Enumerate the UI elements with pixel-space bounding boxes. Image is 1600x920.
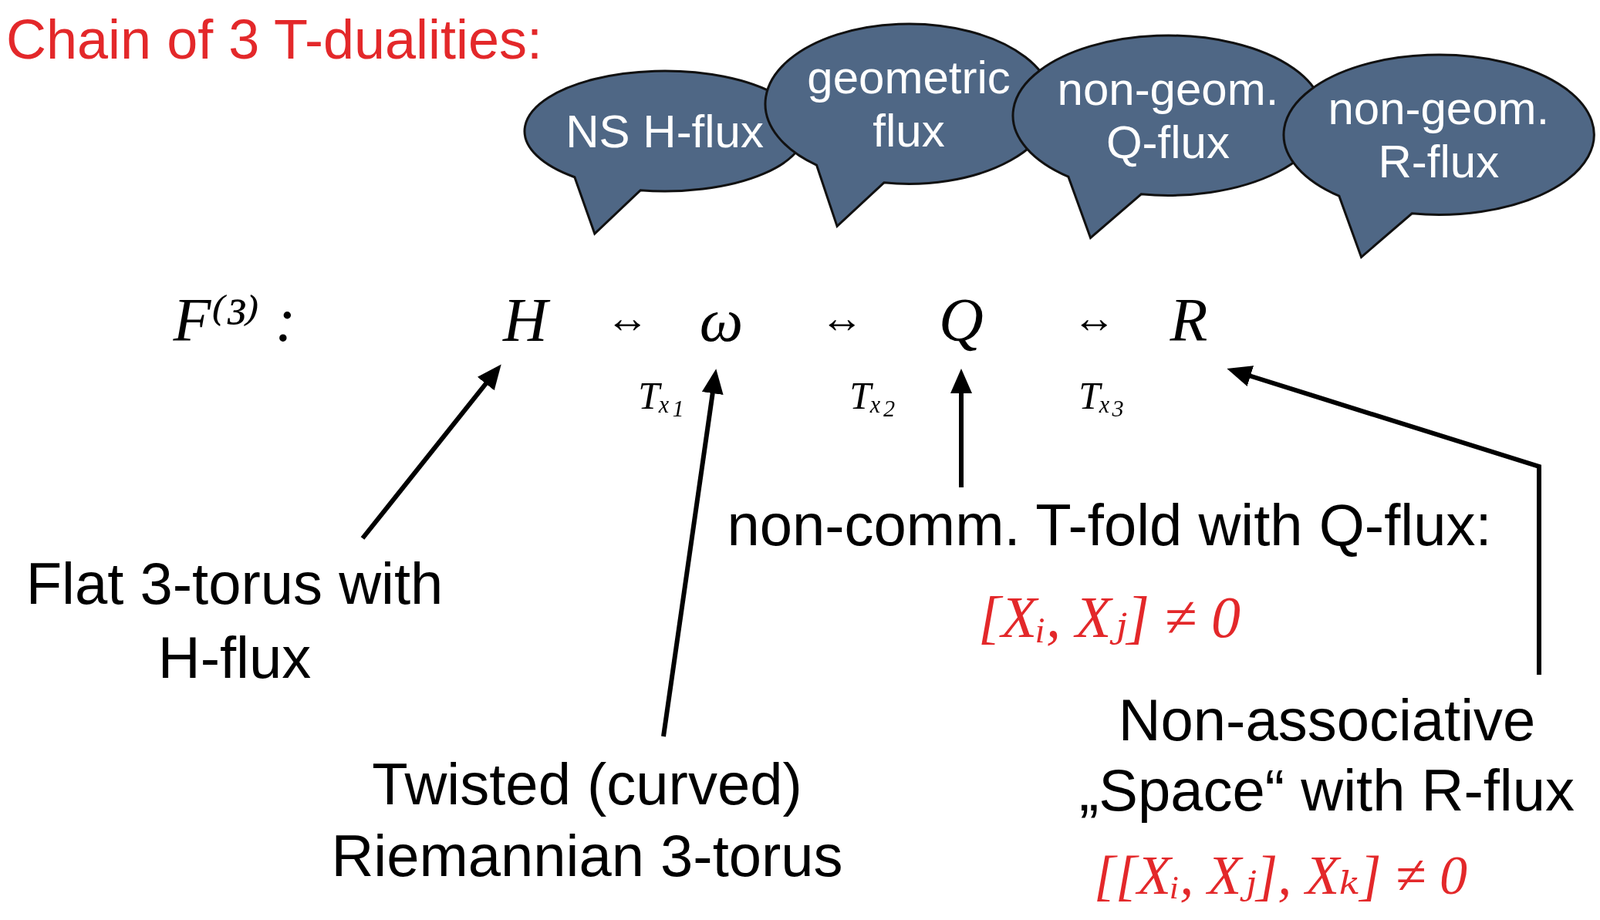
associator-formula: [[Xᵢ, Xⱼ], Xₖ] ≠ 0 [1093, 847, 1468, 904]
t-duality-label: Tₓ₂ [849, 376, 895, 416]
speech-bubble: non-geom. Q-flux [1012, 35, 1324, 196]
bubble-outline [1283, 54, 1594, 215]
bubble-outline [765, 23, 1053, 184]
flux-symbol: ω [699, 289, 743, 352]
description: non-comm. T-fold with Q-flux: [726, 496, 1492, 555]
leader-arrow [663, 391, 713, 737]
t-duality-label: Tₓ₃ [1078, 376, 1125, 416]
flux-symbol: Q [938, 289, 984, 352]
duality-arrow: ↔ [605, 296, 649, 340]
flux-symbol: H [502, 289, 548, 352]
t-duality-label: Tₓ₁ [637, 376, 684, 416]
description: Twisted (curved) Riemannian 3-torus [309, 748, 865, 892]
bubble-shape [524, 70, 805, 234]
bubble-shape [765, 23, 1053, 227]
bubble-shape [1283, 54, 1594, 257]
bubble-outline [1012, 35, 1324, 196]
description: Flat 3-torus with H-flux [3, 546, 466, 696]
bubble-text: NS H-flux [563, 104, 766, 159]
bubble-body: geometric flux [805, 50, 1013, 158]
description: Non-associative „Space“ with R-flux [1056, 685, 1597, 826]
speech-bubble: NS H-flux [524, 70, 805, 192]
bubble-body: non-geom. Q-flux [1055, 62, 1280, 169]
speech-bubble: geometric flux [765, 23, 1053, 184]
duality-arrow: ↔ [1072, 296, 1116, 340]
duality-arrow: ↔ [820, 296, 864, 340]
bubble-text: geometric flux [805, 50, 1013, 158]
formula-symbol: F⁽³⁾ : [173, 289, 297, 352]
leader-arrow [362, 382, 487, 539]
bubble-text: non-geom. Q-flux [1055, 62, 1280, 169]
bubble-body: non-geom. R-flux [1326, 81, 1551, 189]
speech-bubble: non-geom. R-flux [1283, 54, 1594, 215]
commutator-formula: [Xᵢ, Xⱼ] ≠ 0 [978, 587, 1241, 647]
bubble-text: non-geom. R-flux [1326, 81, 1551, 189]
leader-arrow [958, 391, 964, 488]
bubble-shape [1012, 35, 1324, 238]
flux-symbol: R [1170, 289, 1209, 352]
bubble-body: NS H-flux [563, 104, 766, 159]
heading: Chain of 3 T-dualities: [6, 7, 543, 72]
